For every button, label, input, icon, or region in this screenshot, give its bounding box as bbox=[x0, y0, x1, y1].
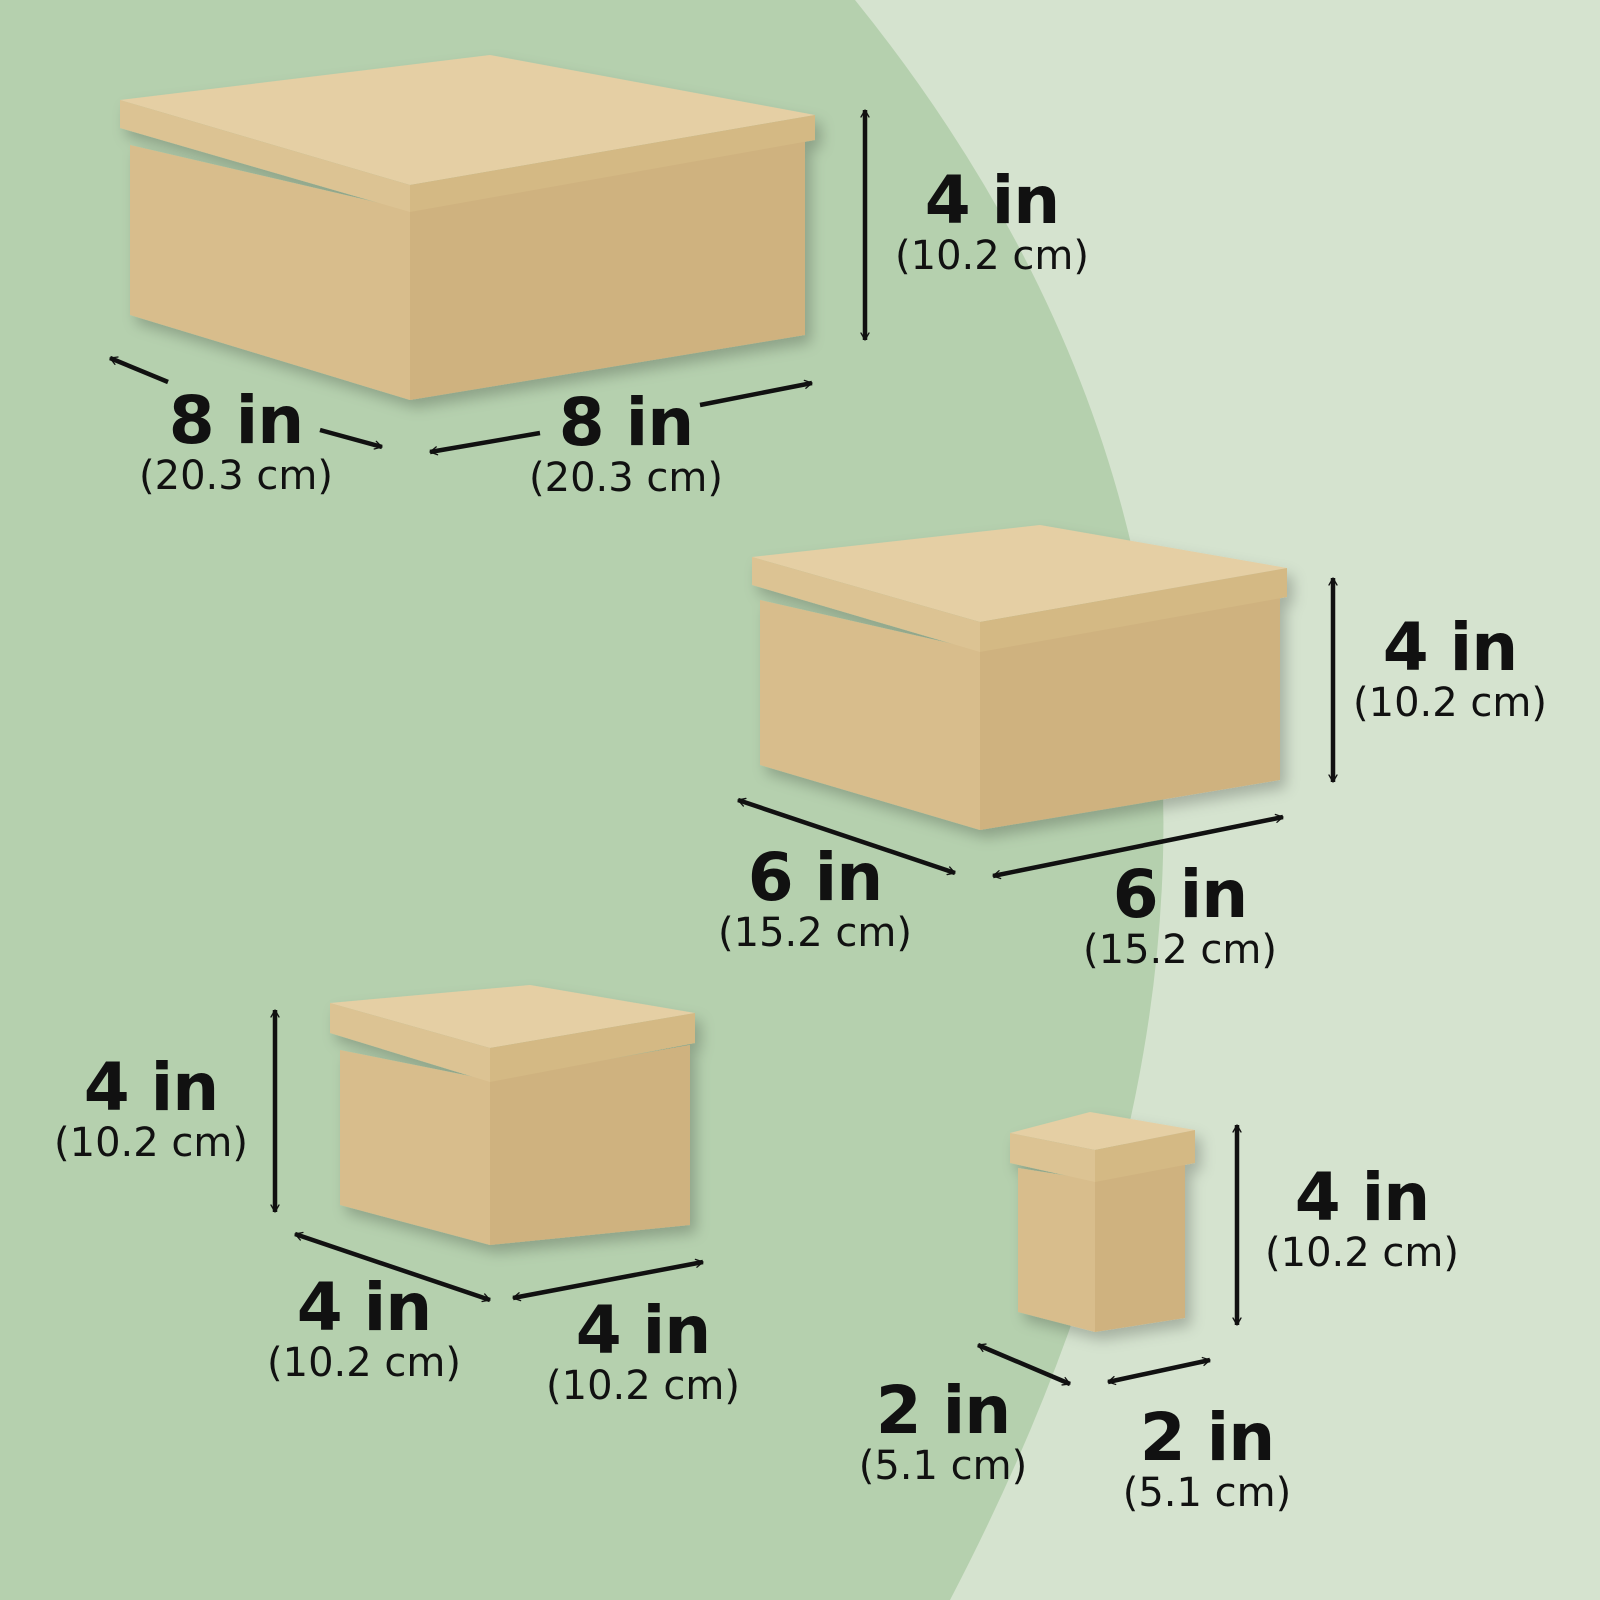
large-box-width-arrow-a bbox=[109, 355, 169, 385]
tall-mini-box-width-label: 2 in (5.1 cm) bbox=[803, 1372, 1083, 1489]
tall-mini-box-height-label: 4 in (10.2 cm) bbox=[1222, 1159, 1502, 1276]
small-box bbox=[330, 985, 695, 1245]
small-box-width-in: 4 in bbox=[296, 1269, 433, 1346]
medium-box bbox=[752, 525, 1287, 830]
tall-mini-box-width-arrow bbox=[977, 1342, 1071, 1387]
medium-box-height-cm: (10.2 cm) bbox=[1353, 680, 1547, 726]
large-box-depth-cm: (20.3 cm) bbox=[529, 455, 723, 501]
medium-box-depth-arrow bbox=[992, 813, 1284, 880]
medium-box-depth-cm: (15.2 cm) bbox=[1083, 927, 1277, 973]
large-box bbox=[120, 55, 815, 400]
small-box-depth-arrow bbox=[512, 1258, 704, 1302]
tall-mini-box-depth-cm: (5.1 cm) bbox=[1122, 1470, 1292, 1516]
small-box-depth-in: 4 in bbox=[575, 1292, 712, 1369]
large-box-depth-arrow-b bbox=[699, 379, 813, 408]
large-box-depth-label: 8 in (20.3 cm) bbox=[486, 384, 766, 501]
tall-mini-box-width-in: 2 in bbox=[875, 1372, 1012, 1449]
large-box-width-in: 8 in bbox=[168, 382, 305, 459]
medium-box-width-cm: (15.2 cm) bbox=[718, 910, 912, 956]
small-box-height-label: 4 in (10.2 cm) bbox=[11, 1049, 291, 1166]
large-box-height-label: 4 in (10.2 cm) bbox=[852, 162, 1132, 279]
small-box-depth-cm: (10.2 cm) bbox=[546, 1363, 740, 1409]
medium-box-width-label: 6 in (15.2 cm) bbox=[675, 839, 955, 956]
medium-box-width-arrow bbox=[737, 797, 956, 876]
large-box-depth-arrow-a bbox=[429, 430, 541, 456]
tall-mini-box-depth-arrow bbox=[1107, 1356, 1211, 1386]
tall-mini-box-depth-in: 2 in bbox=[1139, 1399, 1276, 1476]
small-box-width-arrow bbox=[294, 1231, 491, 1303]
small-box-height-in: 4 in bbox=[83, 1049, 220, 1126]
small-box-height-cm: (10.2 cm) bbox=[54, 1120, 248, 1166]
large-box-width-arrow-b bbox=[319, 427, 383, 450]
tall-mini-box-width-cm: (5.1 cm) bbox=[858, 1443, 1028, 1489]
tall-mini-box-height-in: 4 in bbox=[1294, 1159, 1431, 1236]
large-box-depth-in: 8 in bbox=[558, 384, 695, 461]
background-arc bbox=[0, 0, 1164, 1600]
large-box-width-label: 8 in (20.3 cm) bbox=[96, 382, 376, 499]
large-box-width-cm: (20.3 cm) bbox=[139, 453, 333, 499]
small-box-width-cm: (10.2 cm) bbox=[267, 1340, 461, 1386]
medium-box-height-label: 4 in (10.2 cm) bbox=[1310, 609, 1590, 726]
medium-box-depth-in: 6 in bbox=[1112, 856, 1249, 933]
medium-box-width-in: 6 in bbox=[747, 839, 884, 916]
medium-box-depth-label: 6 in (15.2 cm) bbox=[1040, 856, 1320, 973]
tall-mini-box bbox=[1010, 1112, 1195, 1332]
large-box-height-cm: (10.2 cm) bbox=[895, 233, 1089, 279]
large-box-height-in: 4 in bbox=[924, 162, 1061, 239]
small-box-depth-label: 4 in (10.2 cm) bbox=[503, 1292, 783, 1409]
small-box-width-label: 4 in (10.2 cm) bbox=[224, 1269, 504, 1386]
tall-mini-box-depth-label: 2 in (5.1 cm) bbox=[1067, 1399, 1347, 1516]
tall-mini-box-height-cm: (10.2 cm) bbox=[1265, 1230, 1459, 1276]
medium-box-height-in: 4 in bbox=[1382, 609, 1519, 686]
